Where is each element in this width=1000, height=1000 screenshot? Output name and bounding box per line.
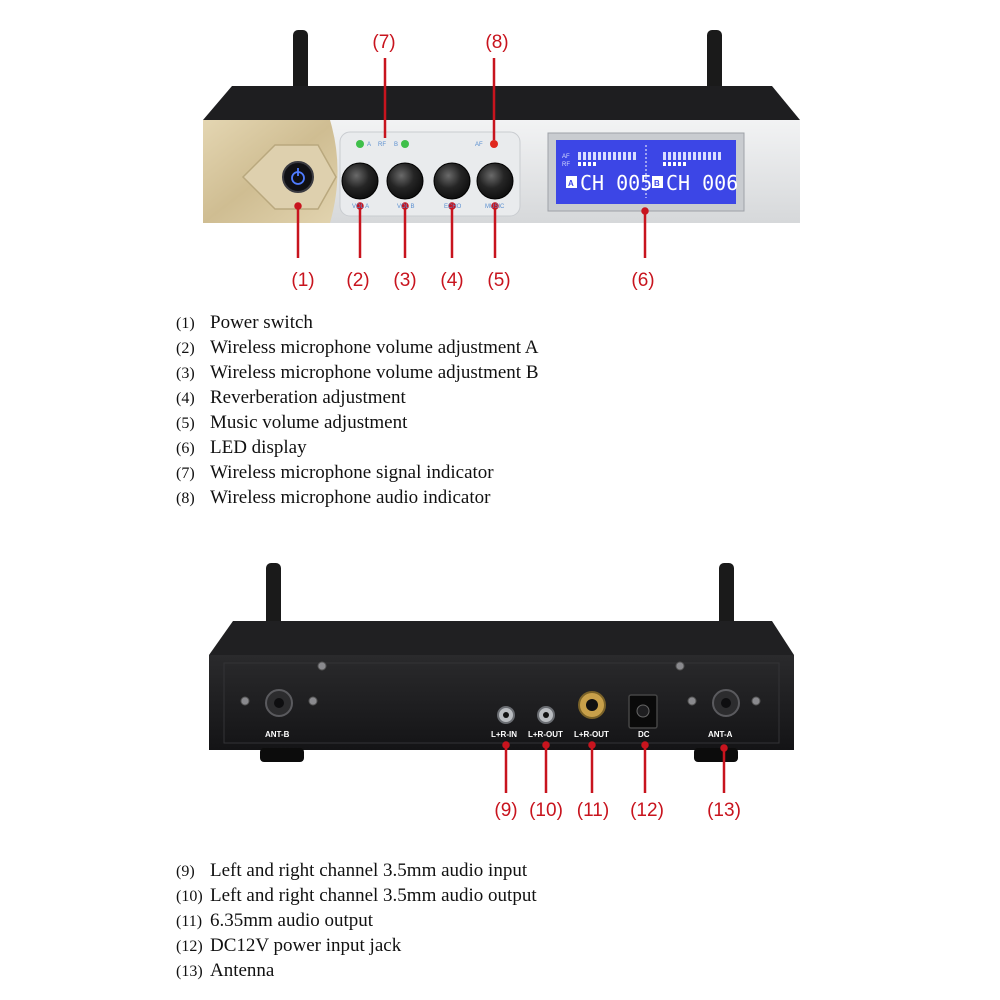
legend-item: (5) Music volume adjustment: [176, 410, 539, 435]
callout-4: (4): [440, 270, 464, 291]
lcd-channel-b-tag: B: [654, 179, 660, 188]
legend-text: Wireless microphone audio indicator: [210, 487, 491, 508]
callout-9: (9): [494, 800, 518, 821]
front-antenna-left: [293, 30, 308, 100]
callout-11: (11): [576, 800, 610, 821]
legend-item: (10) Left and right channel 3.5mm audio o…: [176, 883, 537, 908]
knob2-label: VOL B: [397, 204, 414, 210]
legend-number: (8): [176, 490, 195, 507]
legend-text: Wireless microphone volume adjustment B: [210, 362, 539, 383]
lr-out-label-1: L+R-OUT: [528, 730, 563, 739]
legend-text: LED display: [210, 437, 307, 458]
legend-number: (11): [176, 913, 203, 930]
callout-12: (12): [630, 800, 664, 821]
knob3-label: ECHO: [444, 204, 462, 210]
rear-chassis-top: [209, 621, 794, 655]
front-panel-labels: A RF B AF VOL A VOL B ECHO MUSIC AF RF A…: [352, 142, 738, 210]
foot-left: [260, 748, 304, 762]
callout-6: (6): [631, 270, 655, 291]
lr-in-label: L+R-IN: [491, 730, 517, 739]
front-legend: (1) Power switch (2) Wireless microphone v…: [176, 310, 539, 510]
legend-text: Reverberation adjustment: [210, 387, 406, 408]
legend-item: (4) Reverberation adjustment: [176, 385, 539, 410]
callout-3: (3): [393, 270, 417, 291]
dc-label: DC: [638, 730, 650, 739]
ant-a-label: ANT-A: [708, 730, 733, 739]
legend-text: Wireless microphone signal indicator: [210, 462, 494, 483]
rear-panel-labels: ANT-B L+R-IN L+R-OUT L+R-OUT DC ANT-A: [265, 730, 733, 739]
legend-item: (1) Power switch: [176, 310, 539, 335]
knob-vol-b[interactable]: [386, 162, 424, 200]
knob-echo[interactable]: [433, 162, 471, 200]
callout-1: (1): [291, 270, 315, 291]
legend-item: (13) Antenna: [176, 958, 537, 983]
knob1-label: VOL A: [352, 204, 369, 210]
legend-item: (3) Wireless microphone volume adjustment…: [176, 360, 539, 385]
legend-text: Power switch: [210, 312, 313, 333]
legend-number: (10): [176, 888, 203, 905]
legend-number: (1): [176, 315, 195, 332]
rear-legend: (9) Left and right channel 3.5mm audio in…: [176, 858, 537, 983]
rear-panel-illustration: [209, 563, 794, 793]
rf-a-label: A: [367, 142, 371, 148]
legend-text: DC12V power input jack: [210, 935, 402, 956]
knob-music[interactable]: [476, 162, 514, 200]
lr-out-label-2: L+R-OUT: [574, 730, 609, 739]
lcd-channel-a-tag: A: [568, 179, 574, 188]
legend-item: (2) Wireless microphone volume adjustment…: [176, 335, 539, 360]
legend-number: (9): [176, 863, 195, 880]
af-label: AF: [475, 142, 483, 148]
rear-chassis-face: [209, 655, 794, 750]
callout-5: (5): [487, 270, 511, 291]
knob4-label: MUSIC: [485, 204, 505, 210]
legend-number: (4): [176, 390, 195, 407]
legend-text: Left and right channel 3.5mm audio outpu…: [210, 885, 537, 906]
knob-vol-a[interactable]: [341, 162, 379, 200]
rf-a-indicator: [356, 140, 364, 148]
lcd-channel-b: CH 006: [666, 171, 738, 195]
callout-2: (2): [346, 270, 370, 291]
chassis-top: [203, 86, 800, 120]
legend-item: (11) 6.35mm audio output: [176, 908, 537, 933]
front-antenna-right: [707, 30, 722, 100]
legend-number: (12): [176, 938, 203, 955]
ant-b-label: ANT-B: [265, 730, 290, 739]
power-switch[interactable]: [282, 161, 314, 193]
rf-b-indicator: [401, 140, 409, 148]
legend-text: Antenna: [210, 960, 275, 981]
legend-number: (13): [176, 963, 203, 980]
lcd-rf-label: RF: [562, 162, 570, 168]
legend-item: (6) LED display: [176, 435, 539, 460]
legend-item: (8) Wireless microphone audio indicator: [176, 485, 539, 510]
legend-number: (3): [176, 365, 195, 382]
lcd-af-label: AF: [562, 154, 570, 160]
legend-number: (5): [176, 415, 195, 432]
legend-item: (9) Left and right channel 3.5mm audio in…: [176, 858, 537, 883]
legend-text: Wireless microphone volume adjustment A: [210, 337, 539, 358]
lcd-channel-a: CH 005: [580, 171, 652, 195]
legend-item: (7) Wireless microphone signal indicator: [176, 460, 539, 485]
callout-13: (13): [707, 800, 741, 821]
legend-item: (12) DC12V power input jack: [176, 933, 537, 958]
callout-10: (10): [529, 800, 563, 821]
legend-text: 6.35mm audio output: [210, 910, 374, 931]
foot-right: [694, 748, 738, 762]
legend-number: (6): [176, 440, 195, 457]
front-panel-illustration: [203, 30, 800, 258]
rf-b-label: B: [394, 142, 398, 148]
af-indicator: [490, 140, 498, 148]
legend-number: (2): [176, 340, 195, 357]
callout-8: (8): [485, 32, 509, 53]
callout-7: (7): [372, 32, 396, 53]
legend-number: (7): [176, 465, 195, 482]
legend-text: Left and right channel 3.5mm audio input: [210, 860, 528, 881]
legend-text: Music volume adjustment: [210, 412, 408, 433]
rf-label: RF: [378, 142, 386, 148]
